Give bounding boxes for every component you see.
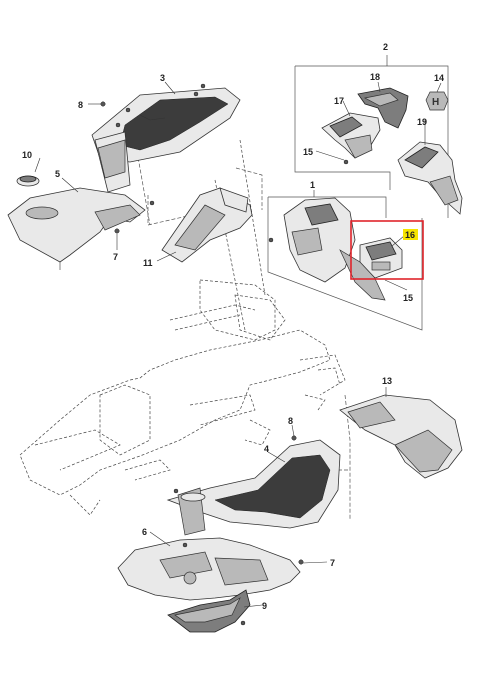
part-13-front-fender: [339, 394, 463, 479]
part-17-seat-bracket: [321, 112, 381, 159]
part-18-cover: [357, 87, 409, 129]
part-4-footboard: [166, 439, 341, 536]
label-17: 17: [334, 96, 344, 106]
part-16-label-highlight: [403, 229, 418, 240]
label-11: 11: [143, 258, 153, 268]
part-3-rear-deck: [91, 83, 241, 193]
label-4: 4: [264, 444, 269, 454]
leader-lines: [34, 81, 442, 608]
label-10: 10: [22, 150, 32, 160]
label-3: 3: [160, 73, 165, 83]
label-15-mid: 15: [403, 293, 413, 303]
part-14-logo-badge: H: [425, 91, 449, 111]
part-9-lower-panel: [167, 589, 251, 633]
part-16-control-module: [359, 237, 403, 279]
part-16-highlight-box: [350, 220, 424, 280]
label-9: 9: [262, 601, 267, 611]
label-6: 6: [142, 527, 147, 537]
part-11-bracket-plate: [161, 187, 253, 263]
svg-text:H: H: [432, 97, 439, 108]
label-8-top: 8: [78, 100, 83, 110]
fasteners: [100, 101, 349, 626]
label-14: 14: [434, 73, 444, 83]
part-6-front-shroud: [117, 537, 301, 601]
label-13: 13: [382, 376, 392, 386]
label-16: 16: [405, 230, 415, 240]
label-7-right: 7: [330, 558, 335, 568]
label-5: 5: [55, 169, 60, 179]
chassis-frame: [19, 139, 346, 516]
label-8-bottom: 8: [288, 416, 293, 426]
label-18: 18: [370, 72, 380, 82]
label-1: 1: [310, 180, 315, 190]
label-7-left: 7: [113, 252, 118, 262]
part-10-cap: [16, 175, 40, 187]
group-1-box: [267, 190, 423, 331]
label-15-top: 15: [303, 147, 313, 157]
part-labels: 2 3 18 14 8 17 19 10 15 5 1 16 7 11 15 1…: [22, 42, 444, 611]
label-2: 2: [383, 42, 388, 52]
part-19-console-cover: [397, 141, 463, 215]
label-19: 19: [417, 117, 427, 127]
part-5-rear-fender: [7, 187, 146, 270]
